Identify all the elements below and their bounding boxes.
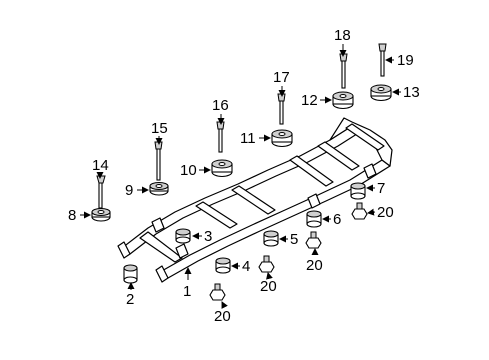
callout-6: 6: [333, 211, 341, 228]
part-11-cushion: [271, 129, 293, 148]
callout-2: 2: [126, 291, 134, 308]
callout-9: 9: [125, 182, 133, 199]
crossmember-3: [231, 185, 276, 215]
callout-4: 4: [242, 258, 250, 275]
callout-20-a: 20: [214, 308, 231, 325]
callout-18: 18: [334, 27, 351, 44]
callout-17: 17: [273, 69, 290, 86]
callout-1: 1: [183, 283, 191, 300]
part-4-spacer: [215, 257, 231, 274]
part-13-cushion: [370, 84, 392, 102]
part-6-spacer: [306, 210, 322, 228]
part-10-cushion: [211, 159, 233, 178]
crossmember-4: [289, 155, 334, 187]
callout-13: 13: [403, 84, 420, 101]
callout-5: 5: [290, 231, 298, 248]
callout-8: 8: [68, 207, 76, 224]
part-14-bolt: [96, 175, 106, 209]
callout-3: 3: [204, 228, 212, 245]
callout-14: 14: [92, 157, 109, 174]
frame-assembly: [117, 117, 393, 283]
part-8-cushion: [91, 208, 111, 222]
callout-7: 7: [377, 180, 385, 197]
part-18-bolt: [339, 53, 348, 89]
part-20-nut-c: [305, 231, 322, 249]
bracket-d: [363, 163, 377, 179]
callout-15: 15: [151, 120, 168, 137]
callout-16: 16: [212, 97, 229, 114]
part-3-spacer: [175, 228, 191, 244]
callout-11: 11: [240, 130, 256, 147]
leader-lines: [80, 44, 401, 309]
part-9-cushion: [149, 182, 169, 196]
part-12-cushion: [332, 91, 354, 110]
frame-rear-left-tip: [117, 241, 131, 259]
part-15-bolt: [154, 141, 163, 181]
crossmember-front: [345, 123, 385, 151]
frame-rear-right-tip: [155, 265, 169, 283]
crossmember-2: [195, 201, 238, 229]
crossmember-5: [317, 141, 360, 171]
part-16-bolt: [216, 121, 225, 153]
callout-20-d: 20: [377, 204, 394, 221]
part-7-spacer: [350, 182, 366, 200]
callout-20-b: 20: [260, 278, 277, 295]
part-2-spacer: [123, 264, 138, 284]
part-20-nut-a: [209, 283, 226, 301]
part-20-nut-b: [258, 255, 275, 273]
bracket-a: [151, 217, 165, 233]
crossmember-rear: [139, 231, 183, 263]
callout-labels: 1 2 3 4 5 6 7 8 9 10 11 12 13 14 15 16 1…: [68, 27, 420, 325]
callout-19: 19: [397, 52, 414, 69]
part-5-spacer: [263, 230, 279, 247]
callout-20-c: 20: [306, 257, 323, 274]
part-19-bolt: [378, 43, 387, 77]
callout-10: 10: [180, 162, 197, 179]
part-17-bolt: [277, 93, 286, 125]
bracket-c: [307, 193, 321, 209]
part-20-nut-d: [351, 202, 368, 220]
callout-12: 12: [301, 92, 318, 109]
bracket-b: [175, 243, 189, 259]
